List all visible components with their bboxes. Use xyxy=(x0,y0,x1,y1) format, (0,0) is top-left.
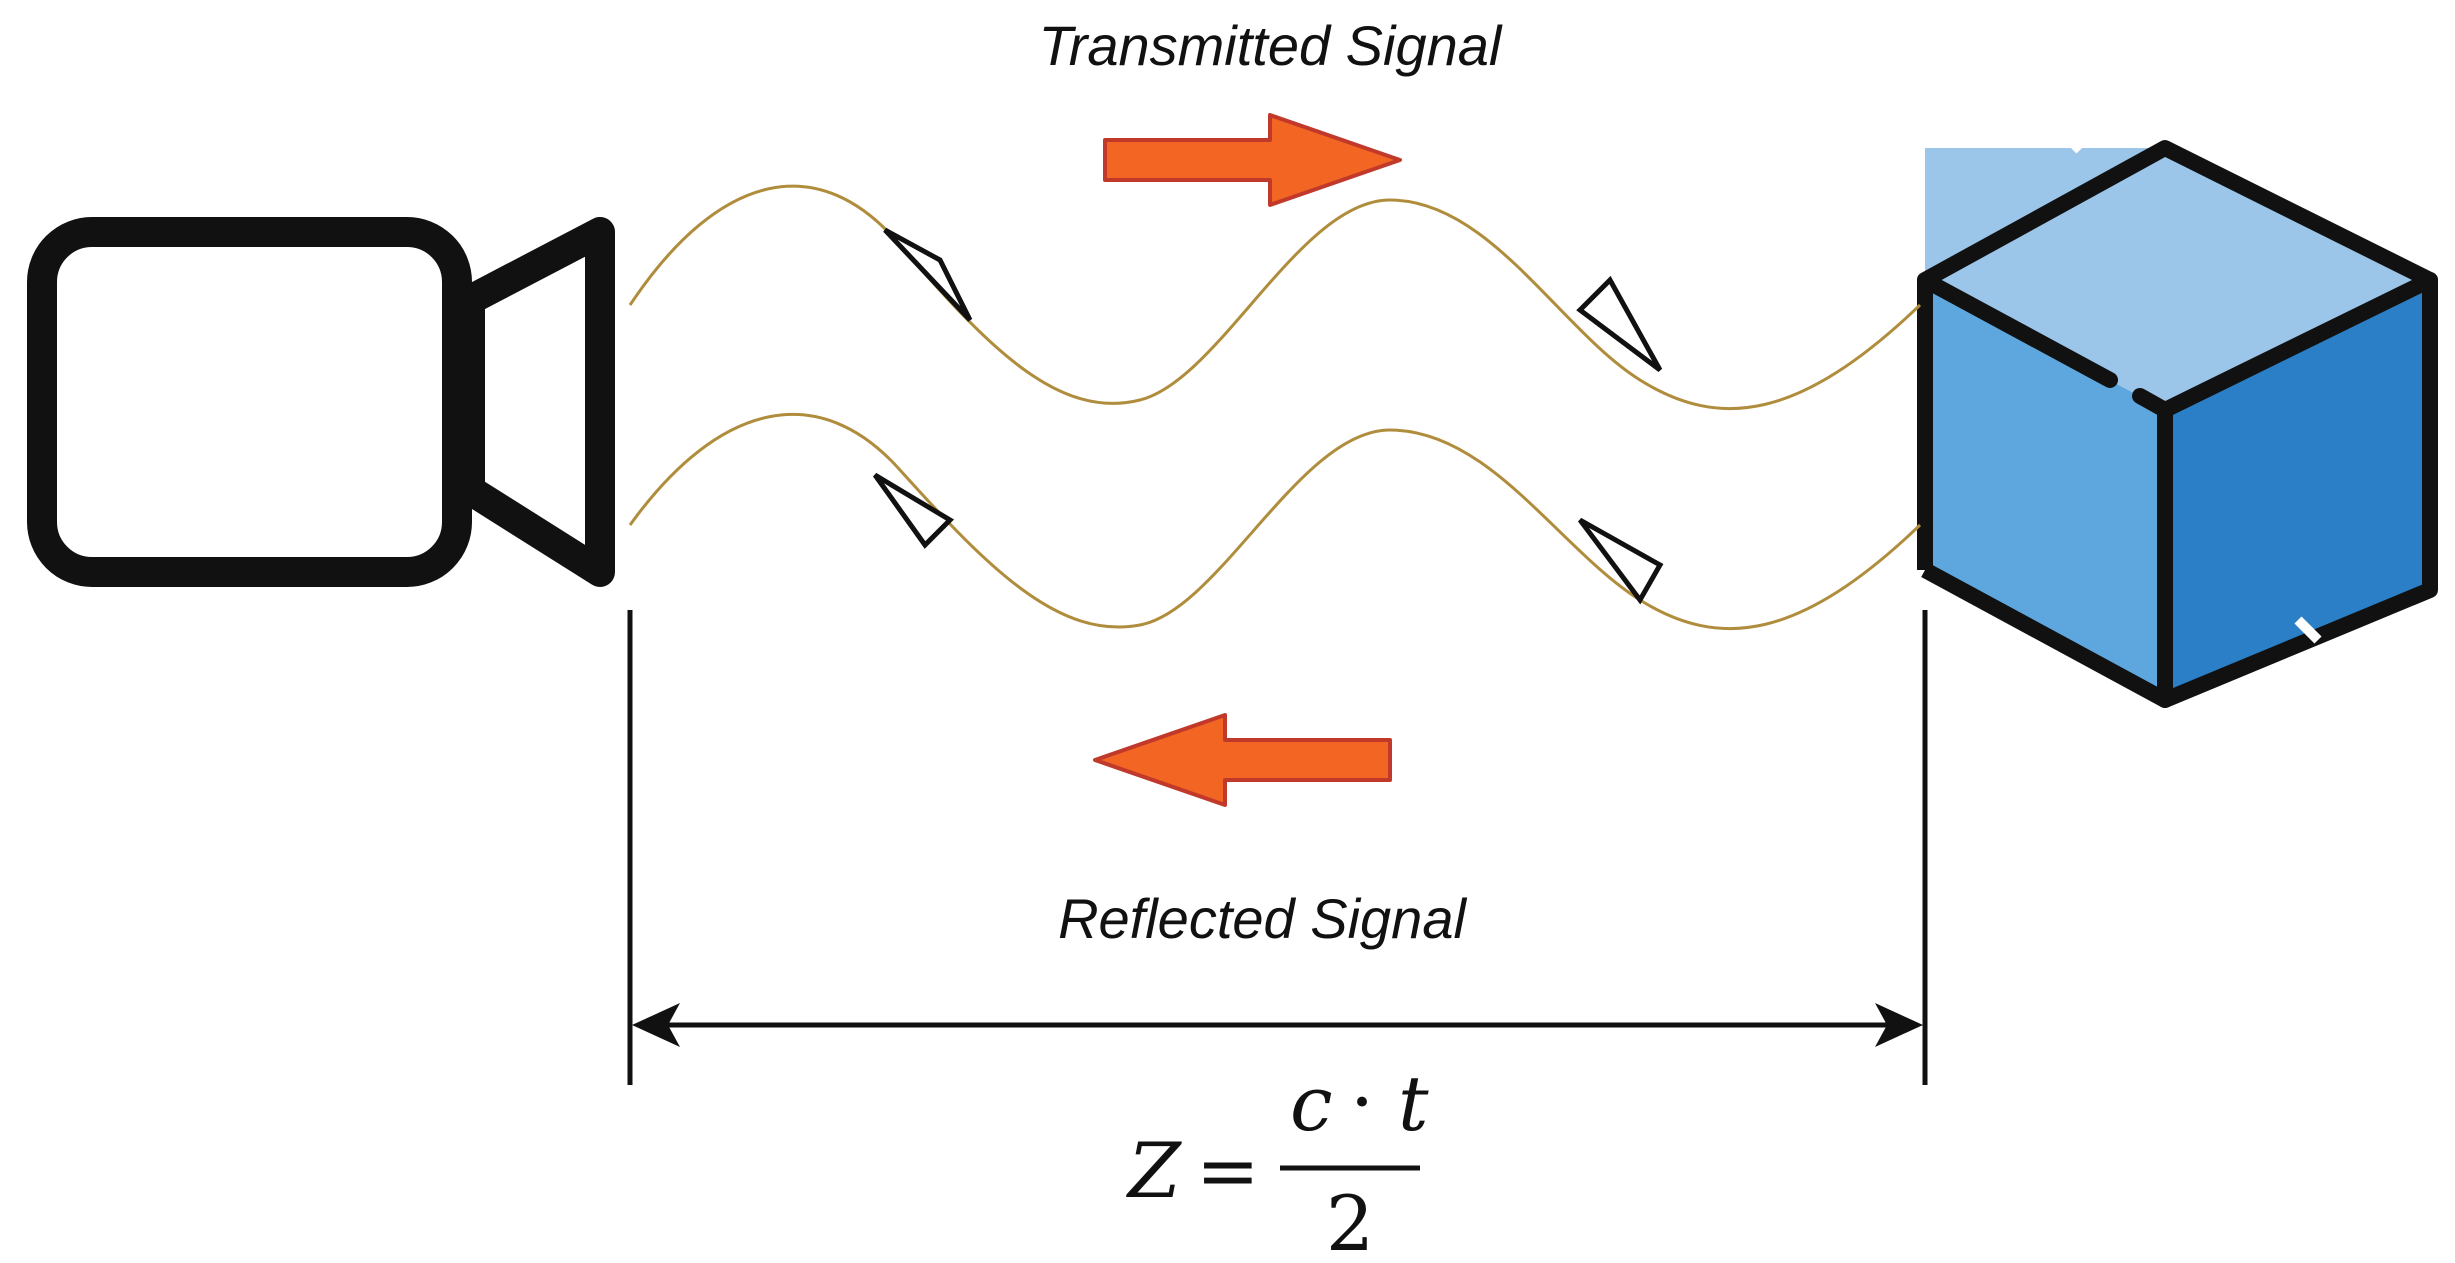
video-camera-icon xyxy=(27,217,615,587)
wave-direction-marker xyxy=(872,472,955,549)
distance-dimension xyxy=(627,610,1928,1085)
wave-direction-marker xyxy=(883,227,973,322)
wave-direction-marker xyxy=(1578,517,1664,605)
transmitted-wave xyxy=(628,184,1922,411)
formula-lhs: Z xyxy=(1126,1126,1182,1215)
formula-numerator-c: c xyxy=(1290,1059,1333,1148)
transmitted-label: Transmitted Signal xyxy=(1039,14,1503,77)
formula-denominator: 2 xyxy=(1326,1179,1374,1263)
reflected-wave xyxy=(628,412,1922,631)
wave-direction-marker xyxy=(1576,275,1663,372)
distance-formula: Z = c · t 2 xyxy=(1126,1057,1429,1263)
transmitted-arrow xyxy=(1103,113,1402,207)
reflected-label: Reflected Signal xyxy=(1058,887,1467,950)
formula-numerator-dot: · xyxy=(1350,1057,1374,1146)
formula-numerator-t: t xyxy=(1398,1059,1429,1148)
formula-equals: = xyxy=(1196,1126,1260,1215)
reflected-arrow xyxy=(1093,713,1392,807)
cube-icon xyxy=(1917,126,2438,708)
